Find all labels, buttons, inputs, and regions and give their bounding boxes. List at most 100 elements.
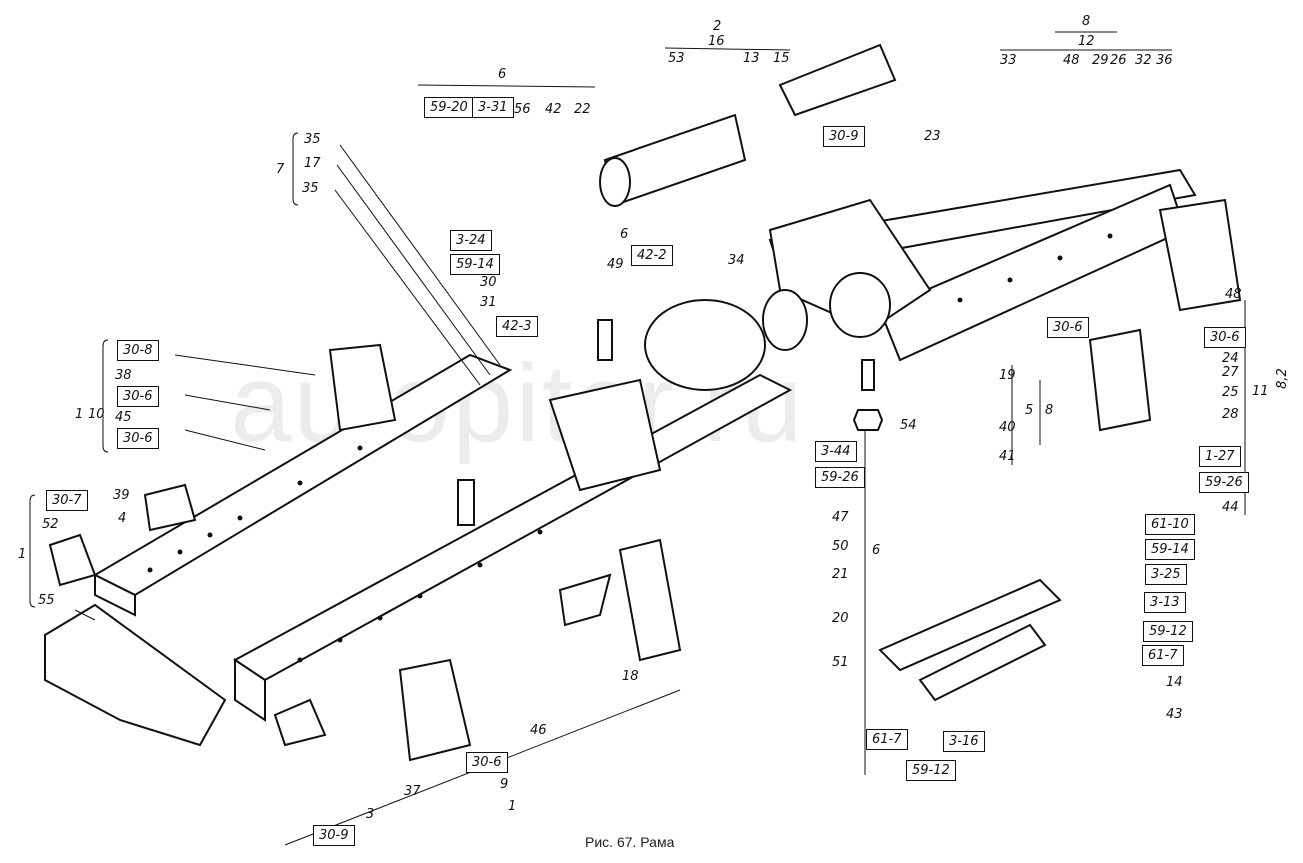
rail-holes xyxy=(147,233,1113,663)
central-bracket xyxy=(548,378,662,492)
part-label-48-top: 48 xyxy=(1063,53,1080,68)
coupling-ring xyxy=(762,289,808,351)
rear-crossmember xyxy=(44,603,227,747)
part-label-35-b: 35 xyxy=(302,181,319,196)
step-assembly-b xyxy=(918,623,1047,702)
boxed-label-61-7-b: 61-7 xyxy=(866,729,908,750)
bracket-52 xyxy=(48,533,97,587)
part-label-23: 23 xyxy=(924,129,941,144)
boxed-label-59-12-a: 59-12 xyxy=(1143,621,1193,642)
group-label-10: 10 xyxy=(88,407,105,422)
part-label-27: 27 xyxy=(1222,365,1239,380)
group-label-12: 12 xyxy=(1078,34,1095,49)
part-label-55: 55 xyxy=(38,593,55,608)
group-label-5: 5 xyxy=(1025,403,1034,418)
bushing-center xyxy=(457,479,475,526)
right-rail-lower xyxy=(233,373,793,682)
boxed-label-59-26-b: 59-26 xyxy=(1199,472,1249,493)
part-label-45: 45 xyxy=(115,410,132,425)
part-label-43: 43 xyxy=(1166,707,1183,722)
bracket-7 xyxy=(292,132,299,206)
boxed-label-61-7-a: 61-7 xyxy=(1142,645,1184,666)
boxed-label-3-31: 3-31 xyxy=(472,97,514,118)
group-label-1-lower: 1 xyxy=(18,547,27,562)
part-label-54: 54 xyxy=(900,418,917,433)
boxed-label-30-9-bottom: 30-9 xyxy=(313,825,355,846)
bracket-28 xyxy=(1088,328,1152,432)
part-label-13: 13 xyxy=(743,51,760,66)
bracket-10 xyxy=(102,339,109,453)
part-label-29: 29 xyxy=(1092,53,1109,68)
group-label-8-mid: 8 xyxy=(1045,403,1054,418)
group-label-2: 2 xyxy=(713,19,722,34)
part-label-25: 25 xyxy=(1222,385,1239,400)
front-bearing-housing xyxy=(829,272,891,338)
boxed-label-59-14-b: 59-14 xyxy=(1145,539,1195,560)
boxed-label-59-26-a: 59-26 xyxy=(815,467,865,488)
bracket-18 xyxy=(618,538,682,662)
part-label-33: 33 xyxy=(1000,53,1017,68)
part-label-3: 3 xyxy=(366,807,375,822)
part-label-21: 21 xyxy=(832,567,849,582)
boxed-label-30-8: 30-8 xyxy=(117,340,159,361)
bracket-39 xyxy=(143,483,197,532)
boxed-label-3-16: 3-16 xyxy=(943,731,985,752)
boxed-label-3-13: 3-13 xyxy=(1144,592,1186,613)
boxed-label-30-6-e: 30-6 xyxy=(466,752,508,773)
part-label-22: 22 xyxy=(574,102,591,117)
group-label-6-mid: 6 xyxy=(620,227,629,242)
part-label-28: 28 xyxy=(1222,407,1239,422)
boxed-label-30-9-top: 30-9 xyxy=(823,126,865,147)
group-label-11: 11 xyxy=(1252,384,1269,399)
figure-caption: Рис. 67. Рама xyxy=(585,834,675,850)
part-label-34: 34 xyxy=(728,253,745,268)
part-label-4: 4 xyxy=(118,511,127,526)
left-rail-upper-side xyxy=(94,573,136,617)
step-assembly xyxy=(878,578,1062,672)
part-label-41: 41 xyxy=(999,449,1016,464)
part-label-17: 17 xyxy=(304,156,321,171)
bracket-37 xyxy=(398,658,472,762)
part-label-19: 19 xyxy=(999,368,1016,383)
part-label-36: 36 xyxy=(1156,53,1173,68)
part-label-31: 31 xyxy=(480,295,497,310)
part-label-30: 30 xyxy=(480,275,497,290)
part-label-24: 24 xyxy=(1222,351,1239,366)
bracket-right xyxy=(1158,198,1242,312)
group-label-8: 8 xyxy=(1082,14,1091,29)
part-label-50: 50 xyxy=(832,539,849,554)
boxed-label-42-2: 42-2 xyxy=(631,245,673,266)
boxed-label-59-14-top: 59-14 xyxy=(450,254,500,275)
part-label-49: 49 xyxy=(607,257,624,272)
part-label-38: 38 xyxy=(115,368,132,383)
boxed-label-30-6-d: 30-6 xyxy=(1204,327,1246,348)
boxed-label-1-27: 1-27 xyxy=(1199,446,1241,467)
leader-lines xyxy=(74,144,501,621)
part-label-15: 15 xyxy=(773,51,790,66)
bracket-line-6-top xyxy=(417,84,596,88)
bracket-line-16 xyxy=(664,47,791,51)
part-label-42: 42 xyxy=(545,102,562,117)
part-label-46: 46 xyxy=(530,723,547,738)
part-label-37: 37 xyxy=(404,784,421,799)
part-label-18: 18 xyxy=(622,669,639,684)
bushing-22 xyxy=(597,319,613,361)
boxed-label-30-6-a: 30-6 xyxy=(117,386,159,407)
group-label-6-lower: 6 xyxy=(872,543,881,558)
boxed-label-61-10: 61-10 xyxy=(1145,514,1195,535)
part-label-56: 56 xyxy=(514,102,531,117)
boxed-label-30-6-b: 30-6 xyxy=(117,428,159,449)
bracket-38 xyxy=(328,343,397,432)
group-label-1-bottom: 1 xyxy=(508,799,517,814)
stud-41 xyxy=(861,359,875,391)
part-label-32: 32 xyxy=(1135,53,1152,68)
boxed-label-30-6-c: 30-6 xyxy=(1047,317,1089,338)
part-label-14: 14 xyxy=(1166,675,1183,690)
group-label-6-top: 6 xyxy=(498,67,507,82)
part-label-39: 39 xyxy=(113,488,130,503)
nut-54 xyxy=(852,409,884,431)
boxed-label-30-7: 30-7 xyxy=(46,490,88,511)
part-label-26: 26 xyxy=(1110,53,1127,68)
bracket-1-left xyxy=(29,494,36,608)
